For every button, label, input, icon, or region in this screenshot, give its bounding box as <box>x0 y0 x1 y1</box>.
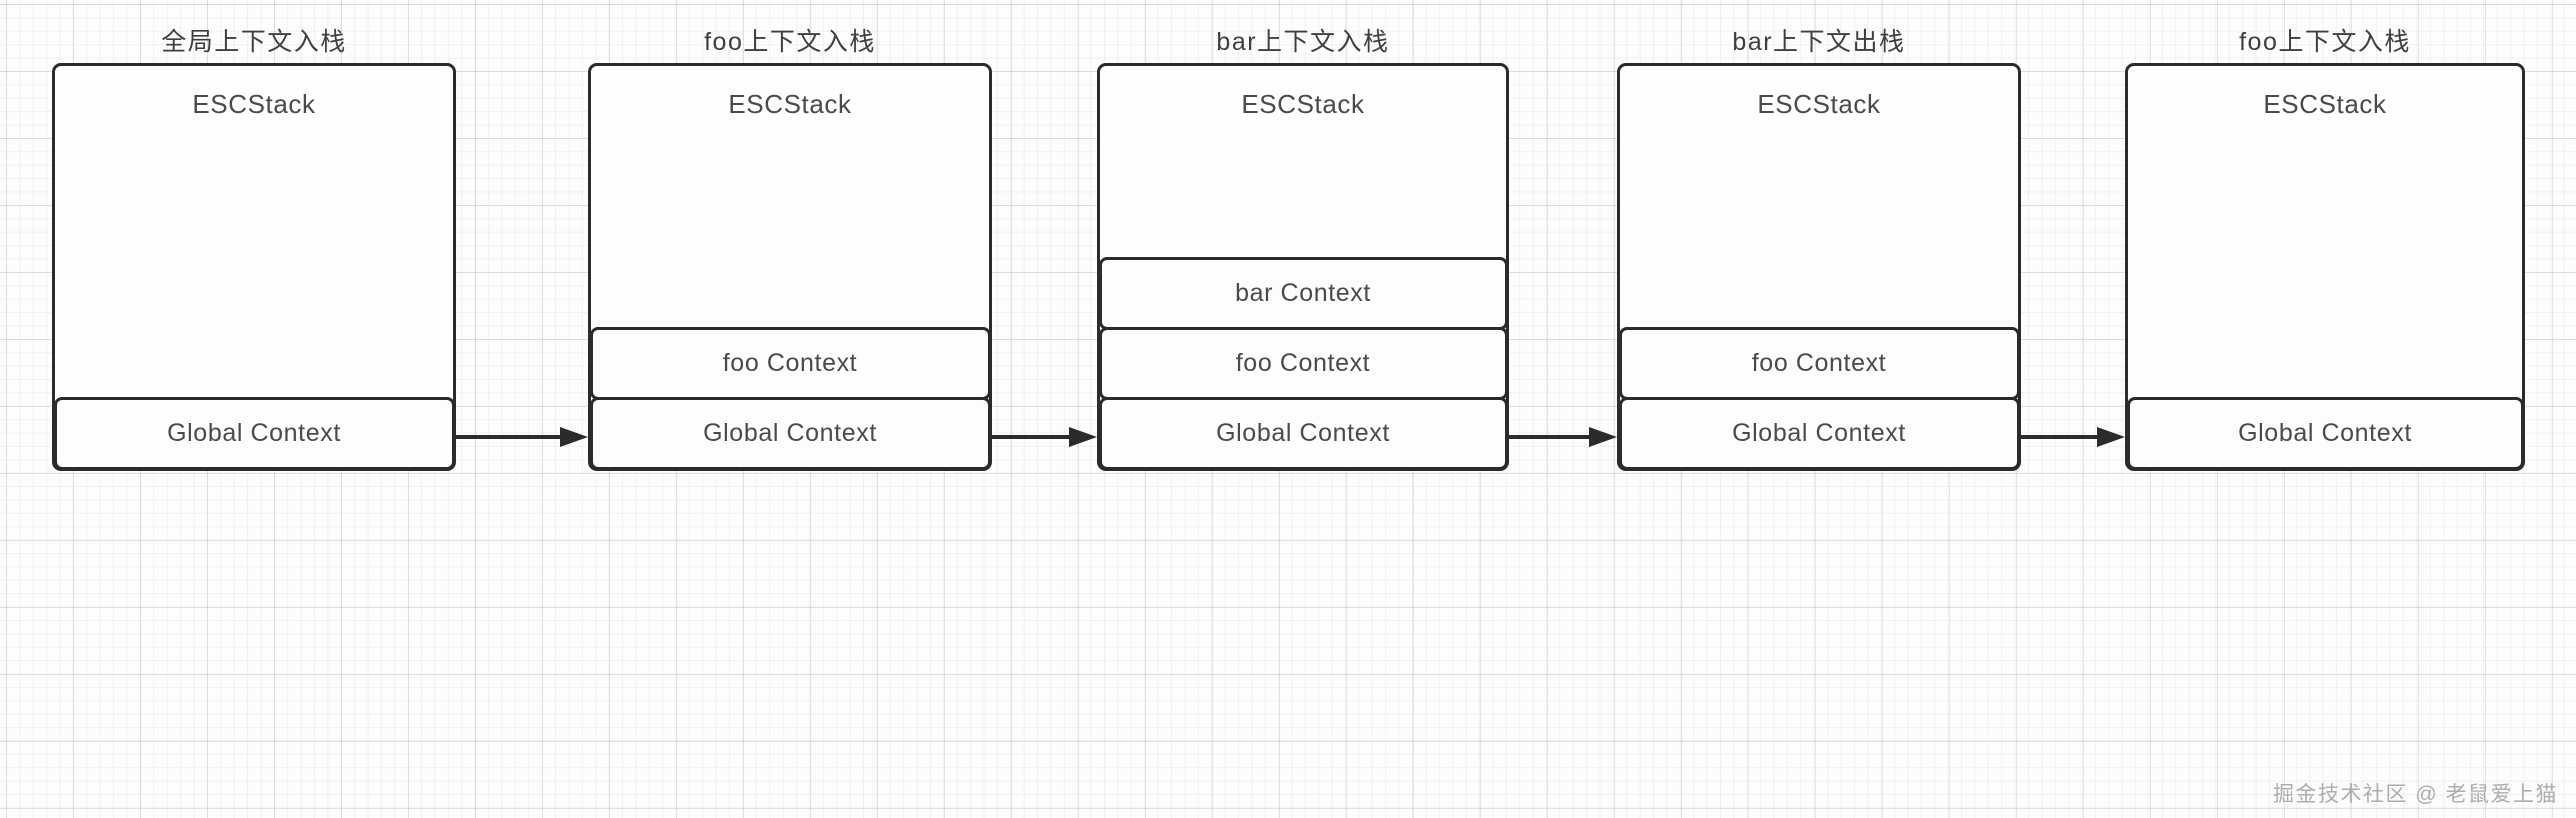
flow-arrow-1 <box>456 425 588 449</box>
watermark: 掘金技术社区 @ 老鼠爱上猫 <box>2273 783 2558 806</box>
flow-arrow-4 <box>2021 425 2125 449</box>
column-title: 全局上下文入栈 <box>161 28 347 56</box>
stack-snapshot-bar-push: bar上下文入栈 ESCStack bar Context foo Contex… <box>1097 26 1509 471</box>
stack-snapshot-foo-push: foo上下文入栈 ESCStack foo Context Global Con… <box>588 26 992 471</box>
stack-frame: Global Context <box>589 396 991 470</box>
stack-frame: bar Context <box>1098 256 1508 330</box>
escstack-container: ESCStack foo Context Global Context <box>1617 63 2021 471</box>
stack-frame: Global Context <box>2126 396 2524 470</box>
stack-frame: foo Context <box>1098 326 1508 400</box>
column-title: bar上下文入栈 <box>1216 28 1390 56</box>
stack-frame: foo Context <box>589 326 991 400</box>
stack-snapshot-bar-pop: bar上下文出栈 ESCStack foo Context Global Con… <box>1617 26 2021 471</box>
stack-snapshot-global-push: 全局上下文入栈 ESCStack Global Context <box>52 26 456 471</box>
stack-snapshot-foo-pop: foo上下文入栈 ESCStack Global Context <box>2125 26 2525 471</box>
flow-arrow-3 <box>1509 425 1617 449</box>
flow-arrow-2 <box>992 425 1097 449</box>
escstack-container: ESCStack Global Context <box>52 63 456 471</box>
escstack-label: ESCStack <box>728 89 852 119</box>
escstack-label: ESCStack <box>192 89 316 119</box>
column-title: bar上下文出栈 <box>1732 28 1906 56</box>
stack-frame: foo Context <box>1618 326 2020 400</box>
escstack-label: ESCStack <box>1241 89 1365 119</box>
column-title: foo上下文入栈 <box>704 28 876 56</box>
escstack-container: ESCStack Global Context <box>2125 63 2525 471</box>
escstack-container: ESCStack foo Context Global Context <box>588 63 992 471</box>
escstack-label: ESCStack <box>1757 89 1881 119</box>
stack-frame: Global Context <box>1618 396 2020 470</box>
stack-frame: Global Context <box>1098 396 1508 470</box>
column-title: foo上下文入栈 <box>2239 28 2411 56</box>
escstack-container: ESCStack bar Context foo Context Global … <box>1097 63 1509 471</box>
escstack-label: ESCStack <box>2263 89 2387 119</box>
stack-frame: Global Context <box>53 396 455 470</box>
